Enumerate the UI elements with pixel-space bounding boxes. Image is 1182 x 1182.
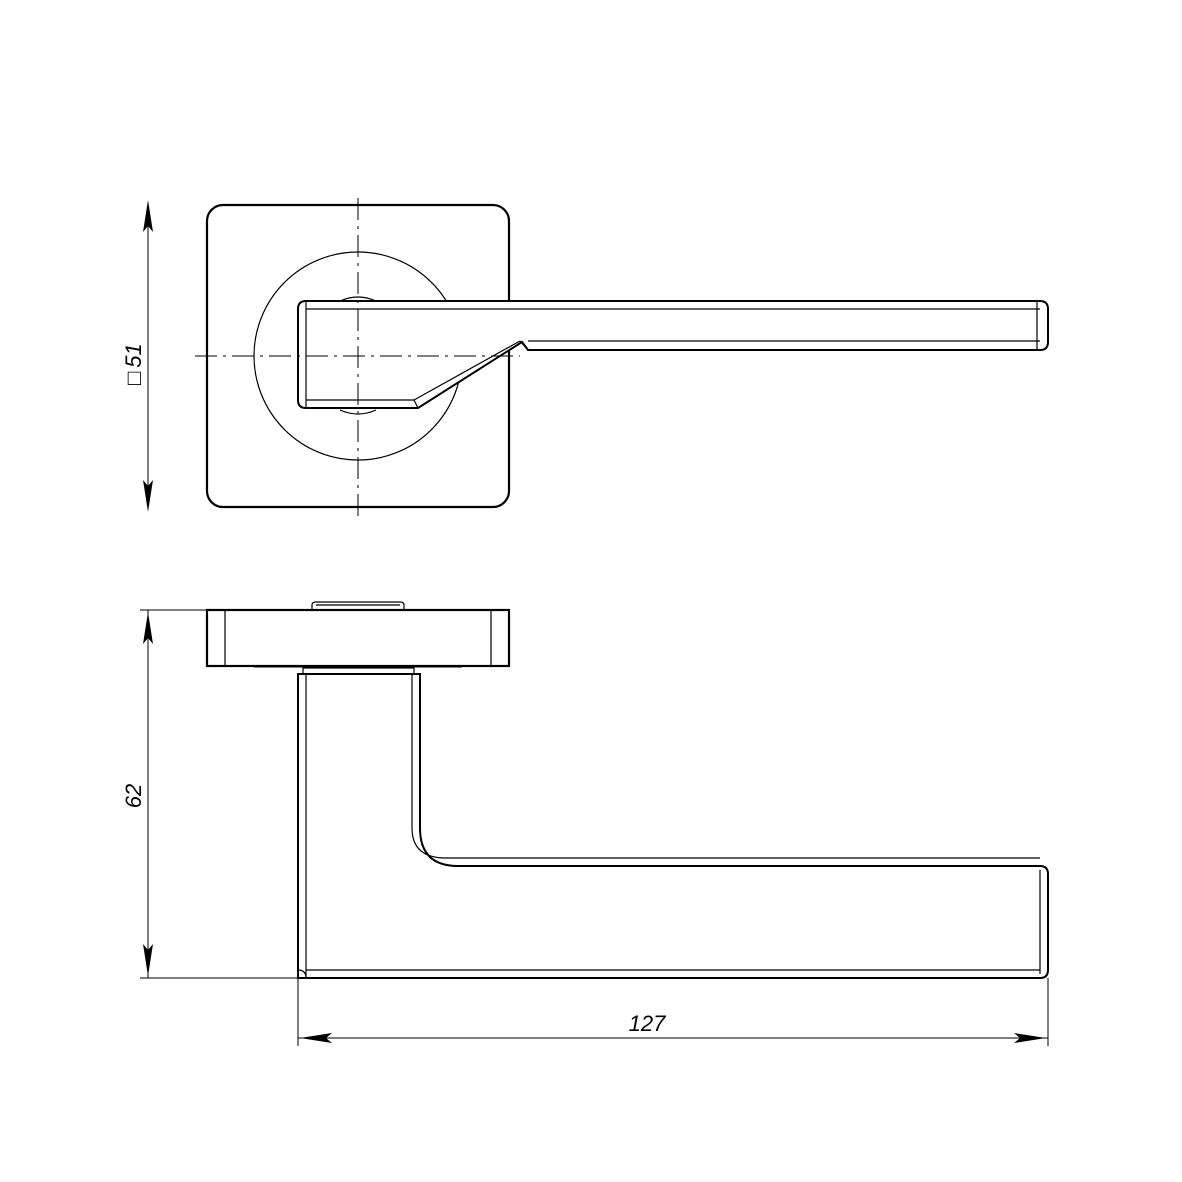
arrow-down-icon — [143, 480, 153, 512]
arrow-up-icon — [143, 612, 153, 644]
dimension-length-127: 127 — [297, 978, 1049, 1046]
square-symbol: □ — [121, 372, 146, 385]
top-boss — [311, 601, 405, 610]
dimension-square-51: □ 51 — [121, 200, 153, 512]
side-view: 62 127 — [121, 601, 1049, 1046]
dimension-label-height: 62 — [121, 784, 146, 808]
dimension-height-62: 62 — [121, 609, 298, 979]
lever-neck-connector — [302, 667, 415, 674]
arrow-right-icon — [1014, 1033, 1046, 1043]
square-value: 51 — [121, 343, 146, 367]
front-view: □ 51 — [121, 198, 1049, 516]
lever-side-bend-inner — [411, 827, 1040, 859]
arrow-left-icon — [300, 1033, 332, 1043]
dimension-label-length: 127 — [629, 1011, 666, 1036]
lever-chamfer-inner — [413, 340, 521, 401]
spindle-arc-top — [339, 296, 377, 302]
arrow-down-icon — [143, 944, 153, 976]
rosette-side — [205, 608, 511, 668]
lever-side-outline[interactable] — [297, 673, 1049, 979]
lever-chamfer-tick-2 — [519, 340, 529, 351]
dimension-label-square: □ 51 — [121, 343, 146, 385]
lever-chamfer-tick-1 — [413, 399, 419, 409]
lever-front-outline[interactable] — [297, 300, 1049, 409]
arrow-up-icon — [143, 200, 153, 232]
